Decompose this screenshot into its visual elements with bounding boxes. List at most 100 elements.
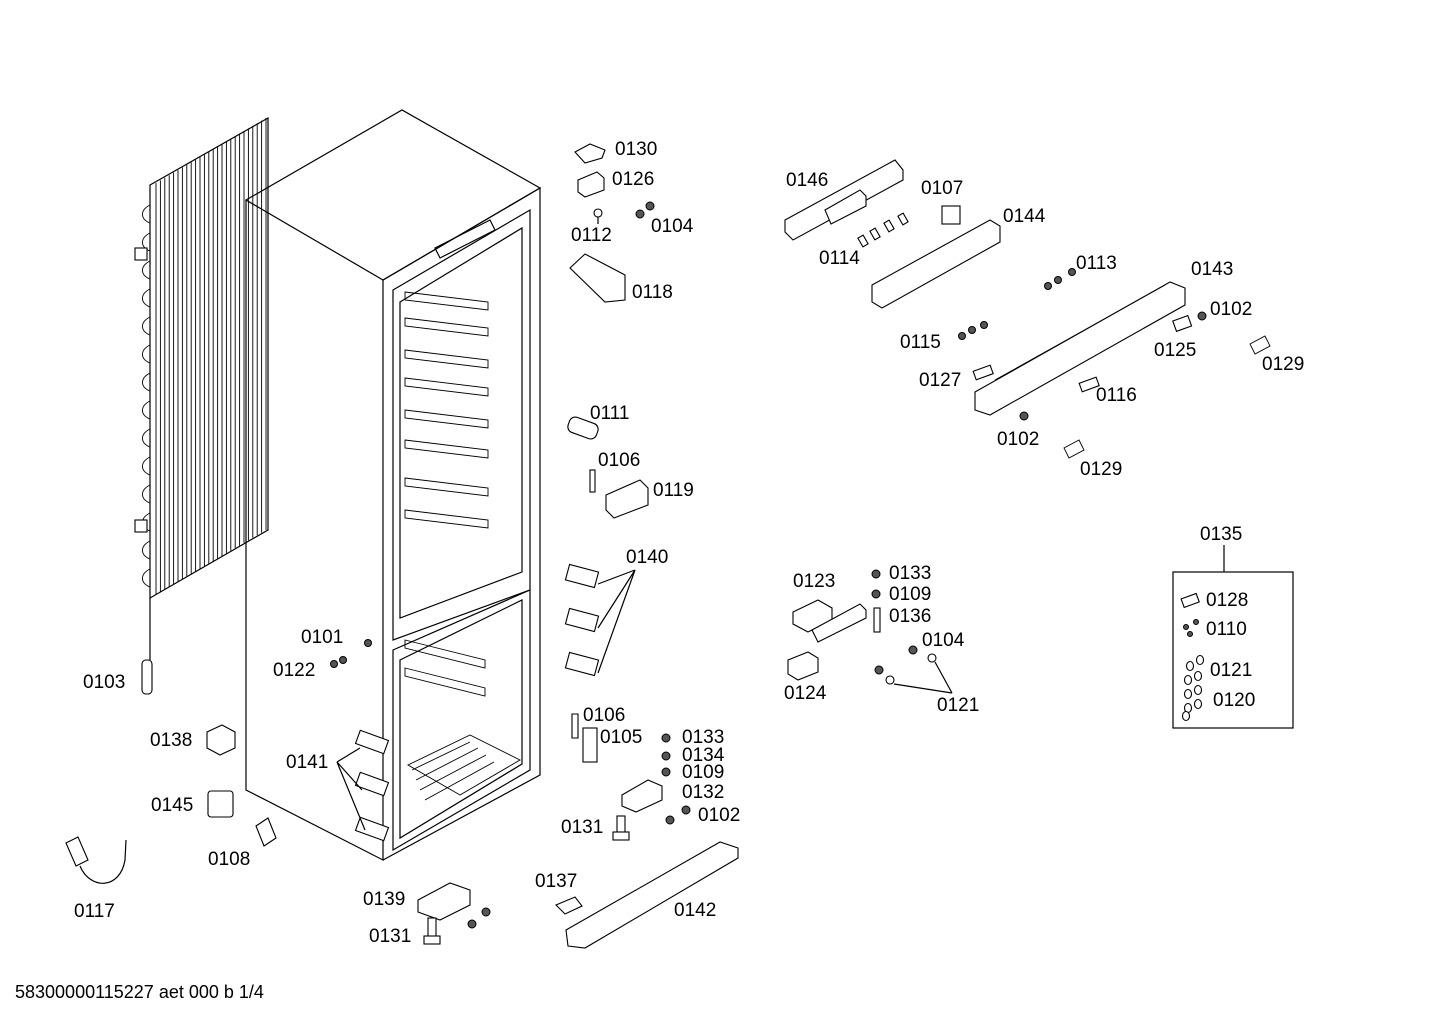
part-labels: 0130 0126 0104 0112 0118 0111 0106 0119 … (74, 139, 1304, 947)
kit-grommet (1181, 710, 1191, 722)
label-0106: 0106 (583, 705, 625, 726)
kit-grommet (1183, 688, 1193, 700)
coil-bend (142, 372, 151, 392)
label-0129: 0129 (1262, 354, 1304, 375)
label-0129: 0129 (1080, 459, 1122, 480)
label-0109: 0109 (889, 584, 931, 605)
shelf-rail (404, 439, 489, 459)
shelf-rail (404, 377, 489, 397)
label-0115: 0115 (900, 332, 941, 353)
label-0107: 0107 (921, 178, 963, 199)
kit-grommet (1185, 660, 1195, 672)
parts-0125-0102 (1019, 311, 1207, 421)
coil-bend (142, 568, 151, 588)
shelf-rail (404, 349, 489, 369)
part-0107 (941, 205, 961, 225)
label-0110: 0110 (1206, 619, 1247, 640)
knobs-0115-0113 (958, 268, 1076, 340)
coil-bend (142, 288, 151, 308)
label-0137: 0137 (535, 871, 577, 892)
label-0108: 0108 (208, 849, 250, 870)
label-0131: 0131 (369, 926, 411, 947)
part-0105 (582, 727, 598, 763)
label-0139: 0139 (363, 889, 405, 910)
label-0144: 0144 (1003, 206, 1046, 227)
label-0111: 0111 (590, 403, 629, 424)
label-0135: 0135 (1200, 524, 1242, 545)
label-0130: 0130 (615, 139, 657, 160)
coil-bend (142, 484, 151, 504)
document-code: 58300000115227 aet 000 b 1/4 (15, 982, 264, 1002)
label-0113: 0113 (1076, 253, 1117, 274)
accessory-kit-0135 (1172, 545, 1294, 729)
coil-bend (142, 316, 151, 336)
shelf-rail (404, 317, 489, 337)
coil-bend (142, 400, 151, 420)
label-0101: 0101 (301, 627, 343, 648)
parts-0127-0116 (972, 364, 1100, 393)
bolt-0131-upper (612, 815, 630, 841)
coil-bend (142, 428, 151, 448)
part-0141 (336, 729, 390, 842)
coil-bend (142, 344, 151, 364)
kit-grommet (1193, 670, 1203, 682)
label-0123: 0123 (793, 571, 835, 592)
label-0140: 0140 (626, 547, 668, 568)
label-0120: 0120 (1213, 690, 1255, 711)
part-0140 (564, 563, 636, 677)
part-0104-top (635, 201, 655, 219)
part-0108 (255, 817, 277, 847)
part-0119 (605, 479, 649, 519)
hinge-0139 (417, 882, 491, 929)
condenser-coil (134, 116, 269, 695)
label-0126: 0126 (612, 169, 654, 190)
part-0124 (787, 651, 819, 681)
buttons-0114 (857, 212, 909, 248)
screws-0101-0122 (330, 639, 372, 668)
label-0112: 0112 (571, 225, 612, 246)
screws-0104-0121 (874, 645, 953, 694)
label-0142: 0142 (674, 900, 716, 921)
kit-grommet (1195, 654, 1205, 666)
part-0145 (207, 790, 234, 818)
label-0138: 0138 (150, 730, 192, 751)
kit-grommet (1193, 698, 1203, 710)
label-0145: 0145 (151, 795, 193, 816)
label-0109: 0109 (682, 762, 724, 783)
shelf-rail (404, 409, 489, 429)
kit-grommet (1193, 684, 1203, 696)
coil-bend (142, 204, 151, 224)
label-0122: 0122 (273, 660, 315, 681)
label-0121: 0121 (937, 695, 979, 716)
label-0146: 0146 (786, 170, 828, 191)
control-cover-0143 (974, 281, 1186, 416)
label-0136: 0136 (889, 606, 931, 627)
label-0102: 0102 (698, 805, 740, 826)
coil-bend (142, 456, 151, 476)
label-0131: 0131 (561, 817, 603, 838)
power-cord-0117 (65, 836, 127, 884)
label-0102: 0102 (1210, 299, 1252, 320)
labels-0129 (1063, 335, 1271, 459)
label-0103: 0103 (83, 672, 125, 693)
label-0133: 0133 (889, 563, 931, 584)
kit-grommet (1183, 674, 1193, 686)
bolt-0131-lower (423, 917, 441, 945)
shelf-rail (404, 509, 489, 529)
part-0112 (593, 208, 603, 224)
label-0121: 0121 (1210, 660, 1252, 681)
label-0114: 0114 (819, 248, 860, 269)
coil-bend (142, 232, 151, 252)
label-0104: 0104 (922, 630, 965, 651)
label-0106: 0106 (598, 450, 640, 471)
label-0133: 0133 (682, 727, 724, 748)
label-0118: 0118 (632, 282, 673, 303)
part-0137 (555, 896, 583, 915)
shelf-rail (404, 477, 489, 497)
shelf-rail (404, 667, 486, 697)
label-0128: 0128 (1206, 590, 1248, 611)
part-0118 (569, 253, 626, 303)
control-bracket-0146 (784, 159, 904, 241)
hinge-0132 (621, 733, 691, 825)
label-0132: 0132 (682, 782, 724, 803)
